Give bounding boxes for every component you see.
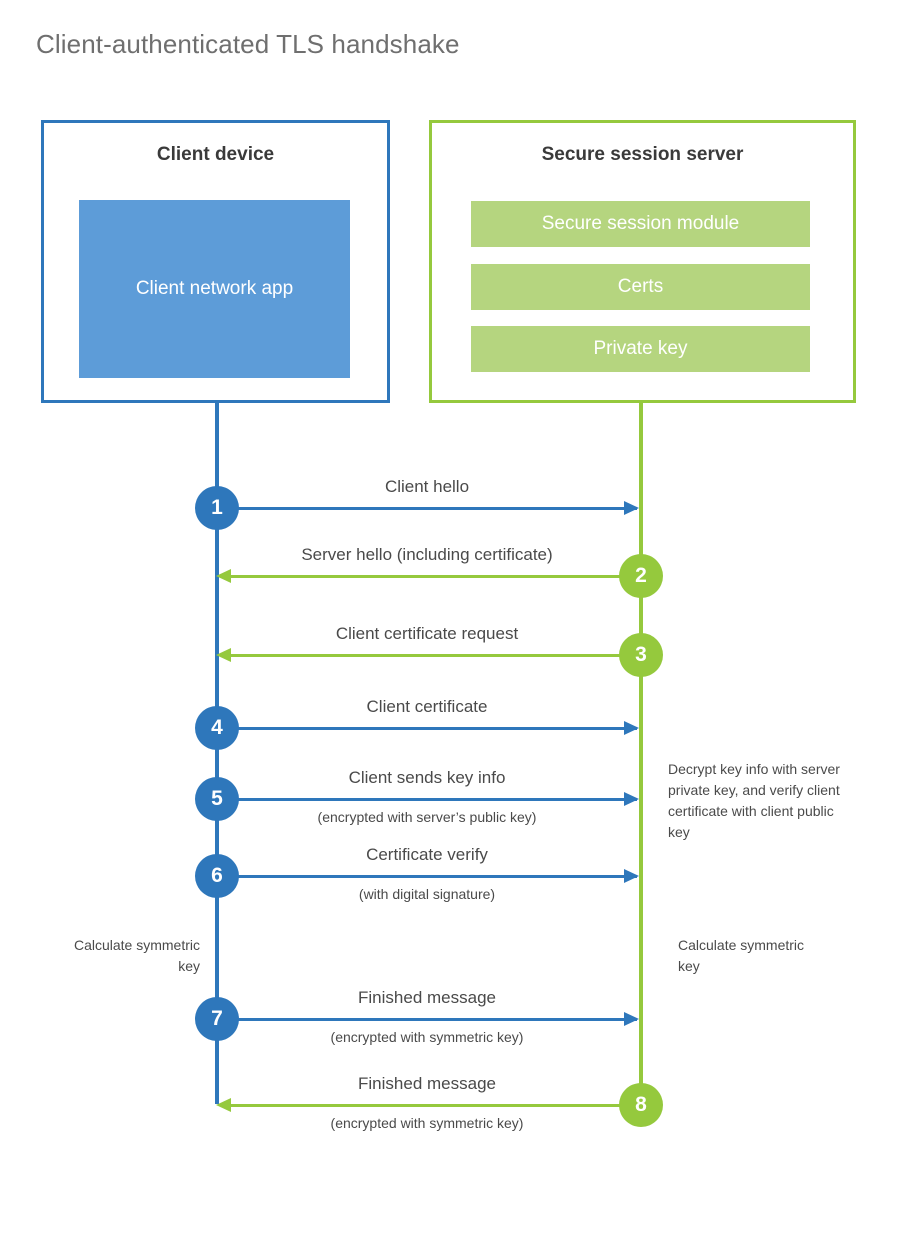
message-arrow-5 (217, 798, 637, 801)
step-badge-8: 8 (619, 1083, 663, 1127)
message-label-5: Client sends key info (348, 768, 506, 787)
client-device-title: Client device (156, 144, 275, 165)
server-component-certs: Certs (471, 264, 810, 310)
message-sublabel-5: (encrypted with server’s public key) (317, 809, 537, 825)
message-arrow-2 (221, 575, 641, 578)
step-badge-1: 1 (195, 486, 239, 530)
message-label-6: Certificate verify (366, 845, 488, 864)
message-arrow-4 (217, 727, 637, 730)
message-sublabel-6: (with digital signature) (358, 886, 496, 902)
message-arrow-8 (221, 1104, 641, 1107)
secure-session-server-title: Secure session server (541, 144, 744, 165)
message-label-3: Client certificate request (335, 624, 519, 643)
step-badge-7: 7 (195, 997, 239, 1041)
arrow-head-right-icon (624, 501, 639, 515)
page-title: Client-authenticated TLS handshake (36, 29, 460, 59)
server-component-secure-session-module: Secure session module (471, 201, 810, 247)
client-device-box: Client device Client network app (41, 120, 390, 403)
server-lifeline (639, 403, 643, 1104)
message-sublabel-8: (encrypted with symmetric key) (330, 1115, 524, 1131)
arrow-head-right-icon (624, 869, 639, 883)
client-lifeline (215, 403, 219, 1104)
client-network-app-block: Client network app (79, 200, 350, 378)
message-label-4: Client certificate (366, 697, 488, 716)
message-arrow-1 (217, 507, 637, 510)
arrow-head-left-icon (216, 569, 231, 583)
step-badge-3: 3 (619, 633, 663, 677)
arrow-head-right-icon (624, 792, 639, 806)
step-badge-6: 6 (195, 854, 239, 898)
step-badge-4: 4 (195, 706, 239, 750)
arrow-head-left-icon (216, 648, 231, 662)
step-badge-5: 5 (195, 777, 239, 821)
arrow-head-left-icon (216, 1098, 231, 1112)
note-server-decrypt: Decrypt key info with server private key… (668, 761, 840, 840)
server-component-private-key: Private key (471, 326, 810, 372)
arrow-head-right-icon (624, 721, 639, 735)
message-label-8: Finished message (358, 1074, 496, 1093)
message-arrow-3 (221, 654, 641, 657)
note-server-calculate-symmetric-key: Calculate symmetric key (678, 937, 805, 974)
arrow-head-right-icon (624, 1012, 639, 1026)
secure-session-server-box: Secure session server Secure session mod… (429, 120, 856, 403)
message-arrow-7 (217, 1018, 637, 1021)
message-sublabel-7: (encrypted with symmetric key) (330, 1029, 524, 1045)
message-arrow-6 (217, 875, 637, 878)
step-badge-2: 2 (619, 554, 663, 598)
message-label-2: Server hello (including certificate) (301, 545, 553, 564)
message-label-7: Finished message (358, 988, 496, 1007)
note-client-calculate-symmetric-key: Calculate symmetric key (73, 937, 200, 974)
message-label-1: Client hello (384, 477, 470, 496)
